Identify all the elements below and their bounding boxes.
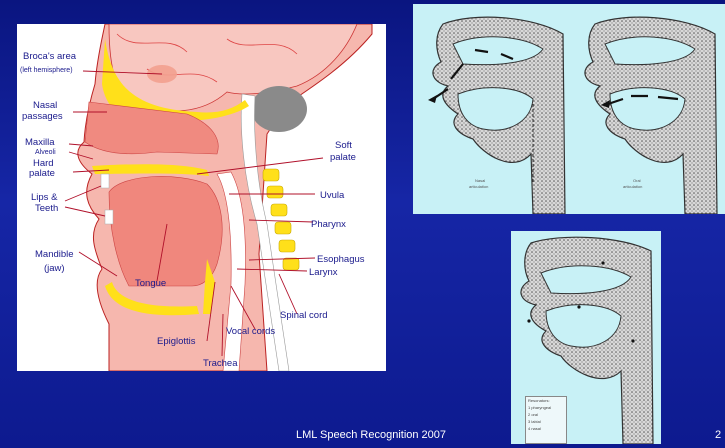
legend-item: 2 oral — [526, 411, 566, 418]
resonator-diagram: Resonators: 1 pharyngeal 2 oral 3 labial… — [511, 231, 661, 444]
slide-footer: LML Speech Recognition 2007 — [296, 429, 446, 441]
resonator-legend: Resonators: 1 pharyngeal 2 oral 3 labial… — [525, 396, 567, 444]
label-hard-palate: palate — [29, 168, 55, 179]
legend-title: Resonators: — [526, 397, 566, 404]
label-brocas-area: Broca's area — [23, 51, 77, 62]
cerebellum — [251, 86, 307, 132]
caption-nasal: Nasal — [475, 178, 485, 183]
label-nasal: Nasal — [33, 100, 57, 111]
legend-item: 4 nasal — [526, 425, 566, 432]
label-soft-palate: palate — [330, 152, 356, 163]
articulation-diagrams: Nasal articulation Oral articulation — [413, 4, 725, 214]
nasal-articulation-head — [428, 17, 565, 214]
articulation-illustration: Nasal articulation Oral articulation — [413, 4, 725, 214]
label-mandible: Mandible — [35, 249, 74, 260]
label-uvula: Uvula — [320, 190, 345, 201]
label-epiglottis: Epiglottis — [157, 336, 196, 347]
upper-teeth — [101, 174, 109, 188]
label-jaw: (jaw) — [44, 263, 65, 274]
label-soft: Soft — [335, 140, 352, 151]
label-esophagus: Esophagus — [317, 254, 365, 265]
label-pharynx: Pharynx — [311, 219, 346, 230]
label-spinal-cord: Spinal cord — [280, 310, 328, 321]
label-teeth: Teeth — [35, 203, 58, 214]
legend-item: 1 pharyngeal — [526, 404, 566, 411]
label-larynx: Larynx — [309, 267, 338, 278]
label-lips: Lips & — [31, 192, 58, 203]
label-alveoli: Alveoli — [35, 149, 56, 156]
label-tongue: Tongue — [135, 278, 166, 289]
label-maxilla: Maxilla — [25, 137, 55, 148]
lower-teeth — [105, 210, 113, 224]
label-vocal-cords: Vocal cords — [226, 326, 275, 337]
label-passages: passages — [22, 111, 63, 122]
vocal-tract-anatomy-diagram: Broca's area (left hemisphere) Nasal pas… — [17, 24, 386, 371]
slide-page-number: 2 — [715, 429, 721, 441]
label-left-hemisphere: (left hemisphere) — [20, 67, 73, 74]
oral-articulation-head — [585, 17, 717, 214]
anatomy-illustration: Broca's area (left hemisphere) Nasal pas… — [17, 24, 386, 371]
caption-oral-articulation: articulation — [623, 184, 642, 189]
legend-item: 3 labial — [526, 418, 566, 425]
caption-oral: Oral — [633, 178, 641, 183]
label-trachea: Trachea — [203, 358, 238, 369]
caption-nasal-articulation: articulation — [469, 184, 488, 189]
